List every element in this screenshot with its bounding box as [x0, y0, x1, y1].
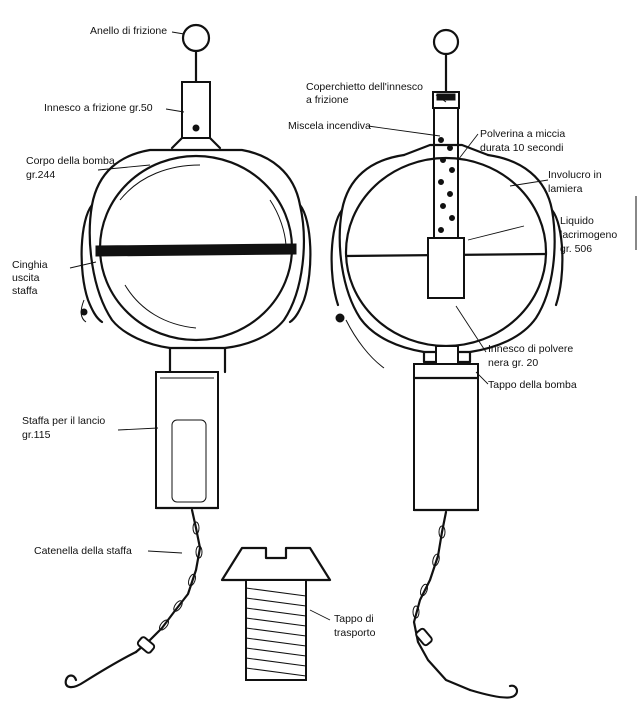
label-tappo-trasporto-2: trasporto [334, 627, 376, 639]
cutaway-chain [412, 510, 519, 699]
label-tappo-trasporto-1: Tappo di [334, 613, 374, 625]
label-innesco-polvere-1: Innesco di polvere [488, 343, 573, 355]
label-liquido-2: lacrimogeno [560, 229, 617, 241]
friction-ring [181, 23, 211, 53]
leader-lines [69, 31, 549, 621]
label-corpo-2: gr.244 [26, 169, 55, 181]
black-powder-igniter [435, 345, 459, 365]
right-grenade-cutaway-view [330, 28, 564, 699]
label-innesco-polvere-2: nera gr. 20 [488, 357, 538, 369]
handle-chain [64, 508, 203, 689]
label-cinghia-2: uscita [12, 272, 40, 284]
label-corpo-1: Corpo della bomba [26, 155, 115, 167]
bomb-plug [413, 363, 479, 511]
label-liquido-3: gr. 506 [560, 243, 592, 255]
label-coperchietto-2: a frizione [306, 94, 349, 106]
label-polverina-1: Polverina a miccia [480, 128, 565, 140]
label-liquido-1: Liquido [560, 215, 594, 227]
label-involucro-2: lamiera [548, 183, 583, 195]
label-tappo-bomba: Tappo della bomba [488, 379, 577, 391]
launch-handle [155, 371, 219, 509]
label-innesco-frizione: Innesco a frizione gr.50 [44, 102, 153, 114]
igniter-chamber [427, 237, 465, 299]
label-cinghia-3: staffa [12, 285, 38, 297]
label-cinghia-1: Cinghia [12, 259, 48, 271]
label-staffa-1: Staffa per il lancio [22, 415, 105, 427]
label-involucro-1: Involucro in [548, 169, 602, 181]
label-miscela: Miscela incendiva [288, 120, 371, 132]
label-coperchietto-1: Coperchietto dell'innesco [306, 81, 423, 93]
label-anello: Anello di frizione [90, 25, 167, 37]
left-grenade-external-view [64, 23, 312, 689]
sphere-seam [95, 243, 297, 257]
label-staffa-2: gr.115 [22, 429, 51, 441]
callout-labels: Anello di frizione Innesco a frizione gr… [12, 25, 617, 639]
label-catenella: Catenella della staffa [34, 545, 132, 557]
transport-cap [220, 546, 332, 681]
label-polverina-2: durata 10 secondi [480, 142, 563, 154]
